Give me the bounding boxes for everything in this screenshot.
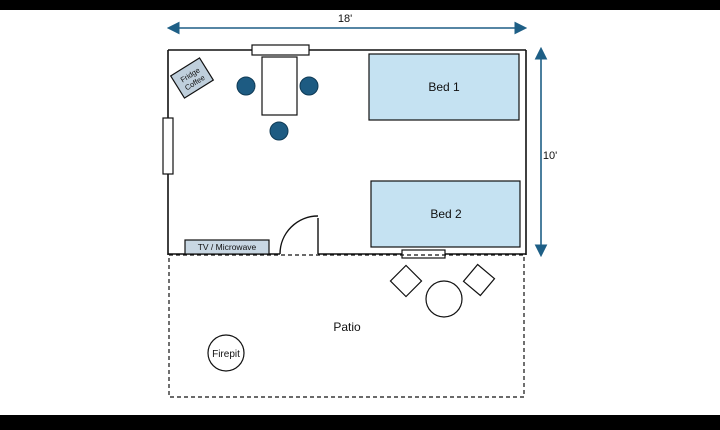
- chair-left: [236, 76, 256, 96]
- top-window: [251, 44, 310, 56]
- width-dimension-label: 18': [338, 13, 352, 25]
- patio-chair-right: [462, 263, 496, 297]
- bed-1: [368, 53, 520, 121]
- fridge-coffee-unit: Fridge Coffee: [169, 57, 215, 99]
- height-dimension-label: 10': [543, 150, 557, 162]
- bed-1-label: Bed 1: [428, 80, 460, 94]
- door-swing-arc: [279, 215, 319, 255]
- patio-label: Patio: [333, 320, 361, 334]
- firepit: [207, 334, 245, 372]
- bed-2: [370, 180, 521, 248]
- bottom-letterbox-bar: [0, 415, 720, 430]
- dining-table: [261, 56, 298, 116]
- patio-chair-left: [389, 264, 423, 298]
- left-window: [162, 117, 174, 175]
- chair-bottom: [269, 121, 289, 141]
- patio-table: [425, 280, 463, 318]
- tv-microwave-label: TV / Microwave: [198, 242, 257, 252]
- bed-2-label: Bed 2: [430, 207, 462, 221]
- top-letterbox-bar: [0, 0, 720, 10]
- chair-right: [299, 76, 319, 96]
- tv-microwave-unit: [184, 239, 270, 255]
- patio-area: [168, 254, 525, 398]
- firepit-label: Firepit: [212, 349, 240, 360]
- bottom-window: [401, 249, 446, 259]
